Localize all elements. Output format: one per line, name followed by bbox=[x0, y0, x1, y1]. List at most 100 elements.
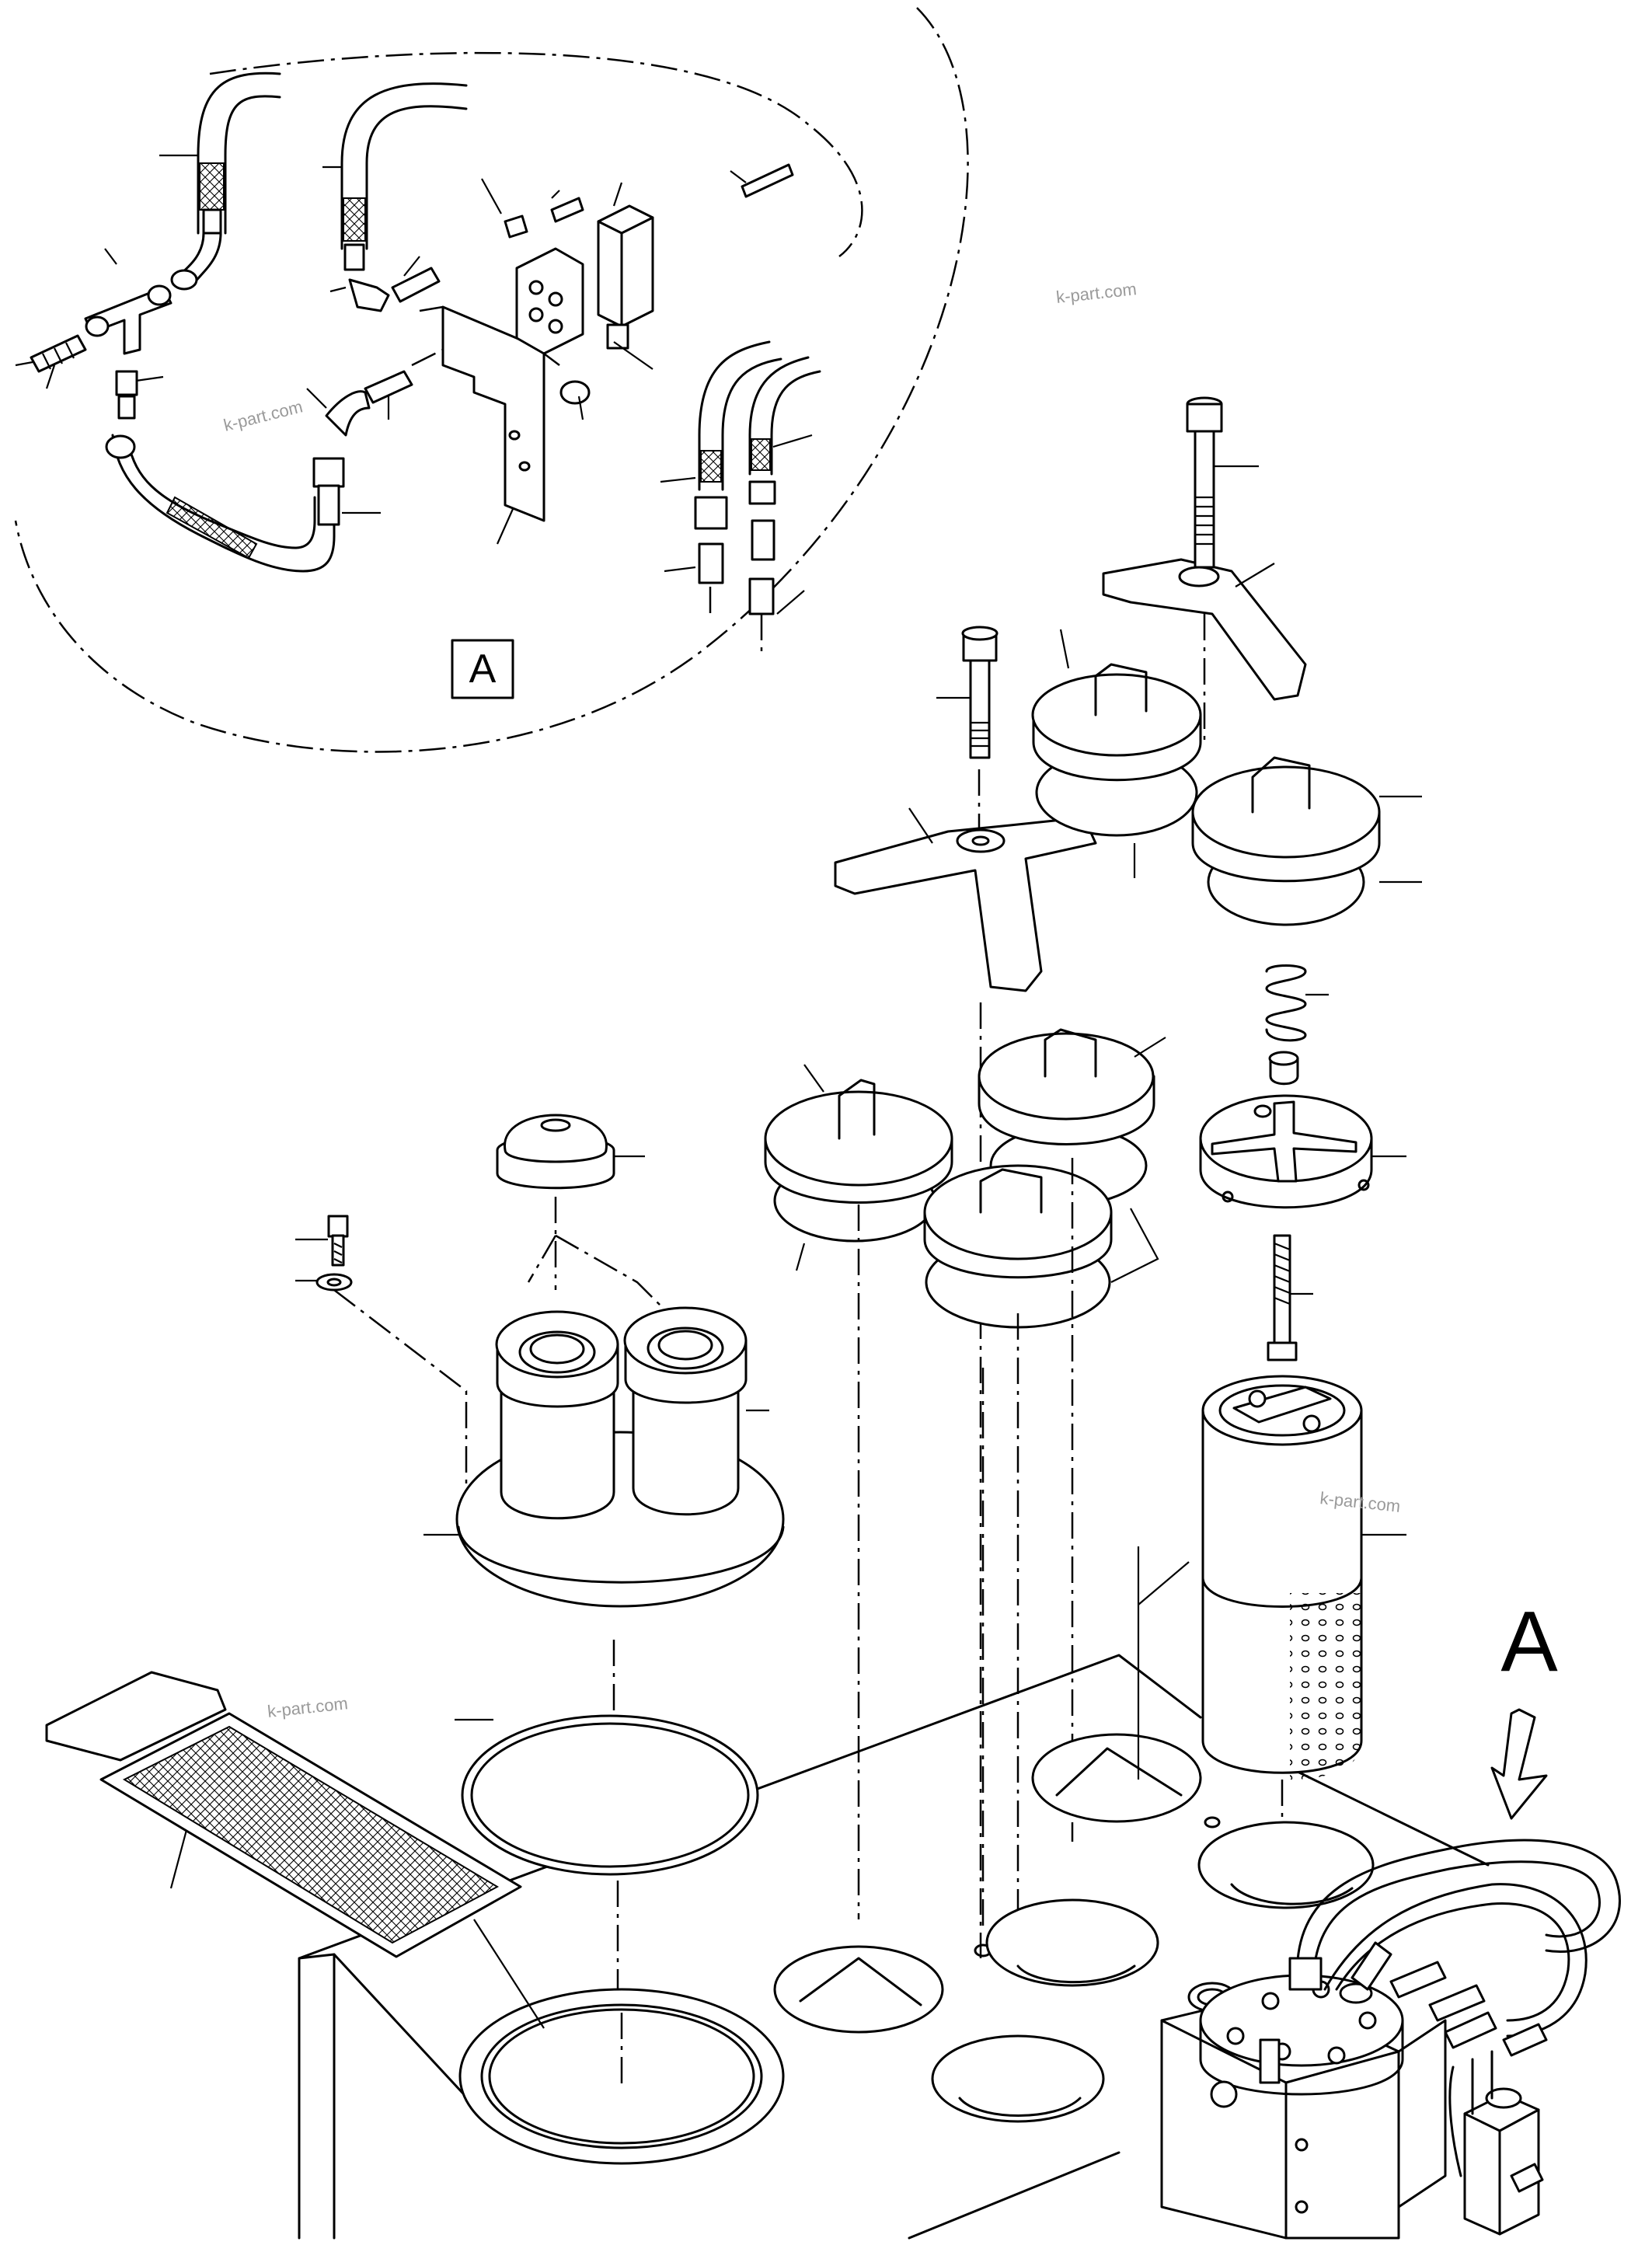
hose-fitting-1 bbox=[202, 208, 222, 236]
lid-mid-front-handle bbox=[979, 1168, 1043, 1214]
hose-braid-r1 bbox=[700, 450, 722, 483]
leader-lid-ml-gasket bbox=[795, 1243, 806, 1271]
view-arrow-a: A bbox=[1490, 1594, 1558, 1820]
solenoid-edges bbox=[1463, 2108, 1540, 2236]
detail-a-boundary bbox=[14, 7, 969, 753]
leader-spider bbox=[908, 807, 933, 844]
bracket-hole-1 bbox=[518, 461, 531, 472]
canister-2-body bbox=[632, 1366, 740, 1516]
lid-upper-left-handle bbox=[1094, 663, 1148, 716]
spider-three-arm bbox=[834, 816, 1097, 992]
canister-1-bore-inner bbox=[529, 1333, 585, 1365]
filter-canister-bolt-2 bbox=[1302, 1414, 1321, 1433]
bolt-small bbox=[550, 197, 584, 223]
tank-hole-1-inner bbox=[1055, 1747, 1183, 1797]
valve-head-port-1 bbox=[1222, 1191, 1234, 1203]
canister-1-bore bbox=[518, 1330, 596, 1374]
watermark-1: k-part.com bbox=[221, 396, 305, 434]
tank-top-edges bbox=[298, 1654, 1490, 2240]
cover-bolt-5 bbox=[1327, 2046, 1346, 2065]
tee-down-nut bbox=[115, 370, 138, 396]
hose-right-ferrule bbox=[317, 484, 340, 526]
adapter-r2 bbox=[751, 519, 775, 561]
valve-block-hole-1 bbox=[1295, 2138, 1309, 2152]
tank-hole-4 bbox=[773, 1945, 944, 2034]
screen-gasket-outline bbox=[45, 1671, 227, 1762]
valve-cover-side bbox=[1199, 2019, 1404, 2096]
hoses-right-pair bbox=[698, 340, 821, 491]
detail-a-label: A bbox=[469, 647, 497, 692]
hose-upper-2 bbox=[340, 82, 468, 250]
filter-canister-perforation bbox=[1290, 1593, 1361, 1780]
bolt-threads-small bbox=[333, 1243, 343, 1264]
hose-end-1 bbox=[1288, 1957, 1323, 1991]
bolt-center-shank bbox=[969, 659, 991, 759]
hose-bottom-loop bbox=[111, 434, 336, 573]
watermark-2: k-part.com bbox=[1055, 279, 1138, 307]
valve-bolt-head bbox=[1267, 1341, 1298, 1361]
bolt-head-small bbox=[327, 1215, 349, 1238]
tank-hole-1 bbox=[1031, 1733, 1202, 1823]
bolt-center-threads bbox=[971, 721, 989, 748]
valve-cover-knob bbox=[1210, 2080, 1238, 2108]
manifold-port-1 bbox=[528, 280, 544, 295]
tee-nut-left bbox=[85, 315, 110, 337]
hose-right-nut bbox=[312, 457, 345, 488]
tank-flange-inner bbox=[480, 2003, 763, 2149]
view-arrow-label: A bbox=[1500, 1594, 1558, 1689]
cover-bolt-2 bbox=[1261, 1992, 1280, 2010]
solenoid-supply bbox=[1471, 2050, 1493, 2115]
valve-hoses bbox=[1295, 1839, 1621, 2038]
bolt-assembly-line bbox=[333, 1289, 468, 1515]
tank-body bbox=[298, 1654, 1490, 2240]
detail-leaders bbox=[45, 154, 813, 615]
bolt-long bbox=[741, 163, 794, 198]
lid-mid-left bbox=[764, 1090, 953, 1187]
pressure-switch-edges bbox=[597, 216, 654, 328]
base-plate-edge bbox=[457, 1525, 785, 1584]
hose-fitting-2 bbox=[343, 243, 365, 271]
watermark-3: k-part.com bbox=[267, 1693, 349, 1721]
washer bbox=[315, 1273, 353, 1292]
lid-mid-front bbox=[923, 1164, 1113, 1260]
inline-fitting-4 bbox=[1502, 2023, 1548, 2057]
lid-mid-back-handle bbox=[1044, 1028, 1097, 1078]
tank-pin-2 bbox=[1204, 1816, 1221, 1828]
tank-hole-3 bbox=[985, 1898, 1159, 1987]
adapter-upper bbox=[391, 267, 441, 303]
gasket-ring-1 bbox=[461, 1714, 759, 1876]
tank-hole-2-inner bbox=[1230, 1883, 1354, 1905]
leader-lid-ul bbox=[1059, 629, 1070, 669]
leader-lid-mb bbox=[1134, 1037, 1166, 1058]
filter-canister-joint bbox=[1201, 1576, 1363, 1608]
lid-mid-back bbox=[978, 1032, 1155, 1121]
leader-spider-bar bbox=[1235, 563, 1275, 587]
hose-left-upper bbox=[197, 71, 281, 235]
washer-hole bbox=[326, 1278, 342, 1287]
hose-braid-1 bbox=[199, 162, 225, 211]
spider-hub-hole bbox=[971, 835, 990, 846]
twin-canister-assembly bbox=[295, 1114, 785, 2165]
tank-flange-opening bbox=[488, 2008, 755, 2145]
tank-hole-2 bbox=[1197, 1821, 1375, 1909]
leader-mesh bbox=[169, 1829, 188, 1889]
inline-fitting-3 bbox=[1444, 2011, 1497, 2049]
filter-canister-bolt-1 bbox=[1248, 1389, 1267, 1408]
leader-tank-hole-1 bbox=[1138, 1561, 1190, 1605]
hose-bottom-nut bbox=[105, 434, 136, 459]
leader-lid-mf bbox=[1110, 1208, 1159, 1283]
filter-canister-top-inner bbox=[1218, 1384, 1346, 1437]
canister-2-bore bbox=[647, 1326, 724, 1370]
adapter-r1 bbox=[698, 542, 724, 584]
tank-hole-5-inner bbox=[958, 2097, 1082, 2117]
elbow-fitting-2 bbox=[348, 278, 390, 312]
manifold-port-4 bbox=[548, 319, 563, 334]
spider-hub bbox=[956, 828, 1005, 853]
cover-post bbox=[1259, 2038, 1281, 2084]
valve-block-assembly bbox=[1160, 1839, 1621, 2240]
mounting-bracket bbox=[441, 305, 545, 522]
leader-lid-ml bbox=[803, 1064, 824, 1093]
valve-head-hole bbox=[1253, 1104, 1272, 1118]
valve-block-edges bbox=[1160, 2019, 1400, 2240]
tee-nut-right bbox=[147, 284, 172, 306]
